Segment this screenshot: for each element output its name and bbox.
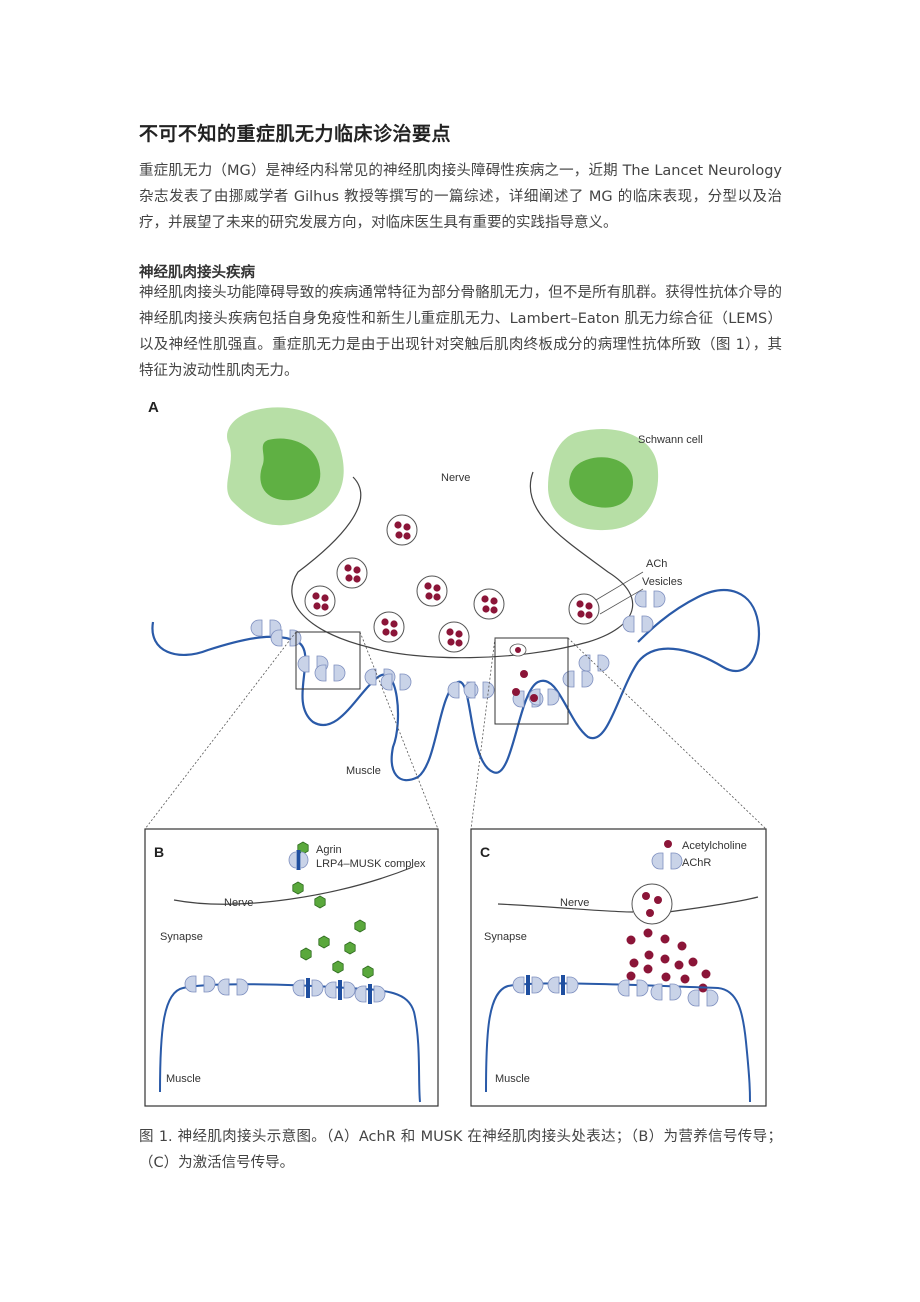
- synapse-label-b: Synapse: [160, 931, 203, 943]
- intro-paragraph: 重症肌无力（MG）是神经内科常见的神经肌肉接头障碍性疾病之一，近期 The La…: [139, 163, 782, 231]
- nerve-label-a: Nerve: [441, 472, 470, 484]
- nerve-label-b: Nerve: [224, 897, 253, 909]
- legend-agrin: Agrin: [316, 844, 342, 856]
- muscle-label-a: Muscle: [346, 765, 381, 777]
- nerve-terminal: [291, 471, 634, 659]
- article-title: 不可不知的重症肌无力临床诊治要点: [139, 123, 452, 145]
- vesicles-label: Vesicles: [642, 576, 683, 588]
- panel-c-frame: [470, 828, 767, 1107]
- panel-a-letter: A: [148, 399, 159, 416]
- nerve-label-c: Nerve: [560, 897, 589, 909]
- legend-achr: AChR: [682, 857, 711, 869]
- zoom-box-b: [295, 631, 361, 690]
- muscle-label-c: Muscle: [495, 1073, 530, 1085]
- panel-b-letter: B: [154, 844, 164, 860]
- panel-c-letter: C: [480, 844, 490, 860]
- schwann-cell-label: Schwann cell: [638, 434, 703, 446]
- legend-lrp4-musk: LRP4–MUSK complex: [316, 858, 426, 870]
- ach-label: ACh: [646, 558, 667, 570]
- legend-acetylcholine: Acetylcholine: [682, 840, 747, 852]
- synapse-label-c: Synapse: [484, 931, 527, 943]
- section-paragraph: 神经肌肉接头功能障碍导致的疾病通常特征为部分骨骼肌无力，但不是所有肌群。获得性抗…: [139, 285, 782, 379]
- figure-caption: 图 1. 神经肌肉接头示意图。（A）AchR 和 MUSK 在神经肌肉接头处表达…: [139, 1129, 782, 1171]
- neuromuscular-junction-figure: A Schwann cell Nerve ACh Vesicles Muscle…: [144, 399, 767, 1107]
- muscle-membrane-a: [151, 589, 761, 782]
- section-heading: 神经肌肉接头疾病: [139, 265, 255, 281]
- panel-b-frame: [144, 828, 439, 1107]
- muscle-label-b: Muscle: [166, 1073, 201, 1085]
- zoom-box-c: [494, 637, 569, 725]
